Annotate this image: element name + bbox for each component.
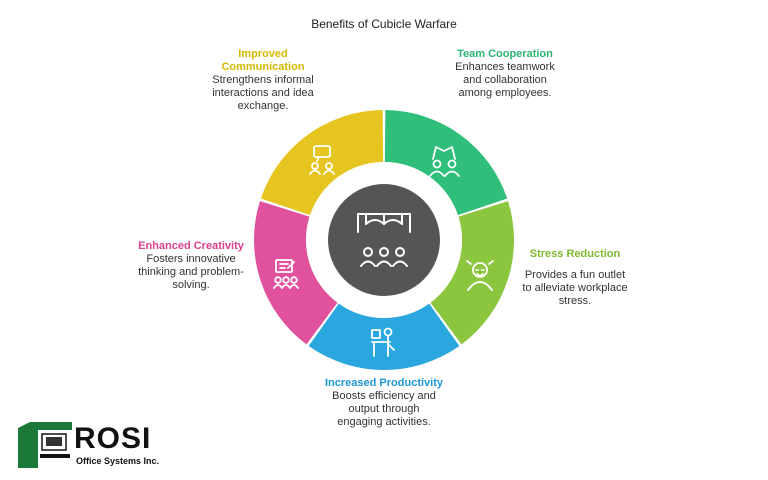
- heading-team-cooperation: Team Cooperation: [457, 48, 553, 60]
- meeting-room-icon: [357, 213, 411, 267]
- desc-stress-reduction: Provides a fun outlet to alleviate workp…: [522, 269, 628, 307]
- chat-people-icon: [309, 145, 335, 175]
- desc-improved-communication: Strengthens informal interactions and id…: [212, 74, 314, 112]
- label-increased-productivity: Increased Productivity Boosts efficiency…: [325, 377, 443, 429]
- label-stress-reduction: Stress Reduction Provides a fun outlet t…: [520, 248, 630, 308]
- desc-increased-productivity: Boosts efficiency and output through eng…: [332, 390, 436, 428]
- heading-stress-reduction: Stress Reduction: [529, 248, 621, 260]
- logo-subtitle: Office Systems Inc.: [76, 456, 160, 466]
- desc-team-cooperation: Enhances teamwork and collaboration amon…: [455, 61, 555, 99]
- heading-improved-communication: Improved Communication: [221, 48, 305, 73]
- label-team-cooperation: Team Cooperation Enhances teamwork and c…: [455, 48, 555, 100]
- label-improved-communication: Improved Communication Strengthens infor…: [208, 48, 318, 113]
- company-logo: ROSI Office Systems Inc.: [16, 420, 176, 472]
- label-enhanced-creativity: Enhanced Creativity Fosters innovative t…: [132, 240, 250, 292]
- brainstorm-icon: [273, 259, 299, 289]
- relaxed-person-icon: [466, 260, 494, 291]
- cubicle-logo-icon: [18, 422, 72, 468]
- segment-comm: [260, 110, 384, 216]
- desk-worker-icon: [371, 327, 395, 357]
- segment-creat: [254, 201, 338, 345]
- segment-team: [384, 110, 508, 216]
- heading-increased-productivity: Increased Productivity: [325, 377, 443, 389]
- heading-enhanced-creativity: Enhanced Creativity: [138, 240, 244, 252]
- logo-brand: ROSI: [74, 422, 152, 455]
- desc-enhanced-creativity: Fosters innovative thinking and problem-…: [138, 253, 244, 291]
- high-five-icon: [429, 146, 460, 177]
- page-title: Benefits of Cubicle Warfare: [311, 17, 457, 31]
- segment-stress: [430, 201, 514, 345]
- segment-prod: [308, 303, 460, 370]
- center-hub: [328, 184, 440, 296]
